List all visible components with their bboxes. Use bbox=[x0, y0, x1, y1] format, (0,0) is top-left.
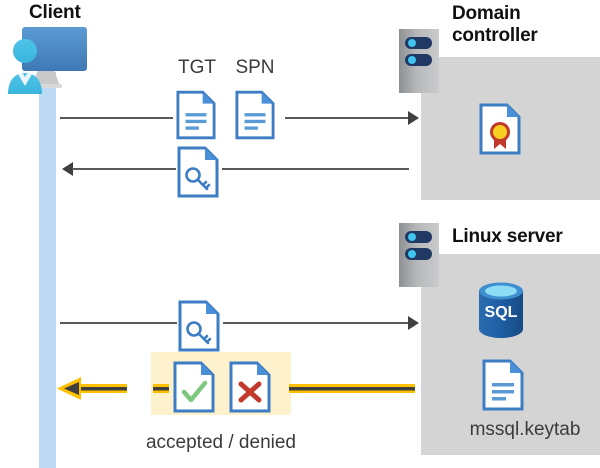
flow3-line-right bbox=[223, 322, 409, 324]
keytab-label: mssql.keytab bbox=[469, 419, 581, 440]
domain-controller-title: Domain controller bbox=[452, 3, 600, 47]
certificate-document-icon bbox=[479, 103, 521, 155]
server-tower-dc-icon bbox=[398, 28, 440, 94]
client-lifeline bbox=[39, 72, 56, 468]
client-title: Client bbox=[29, 2, 81, 23]
ticket-key-document-icon bbox=[178, 300, 220, 352]
flow2-line-left bbox=[72, 168, 176, 170]
flow1-line-left bbox=[60, 117, 173, 119]
domain-controller-title-line2: controller bbox=[452, 25, 538, 46]
server-tower-linux-icon bbox=[398, 222, 440, 288]
flow3-arrowhead bbox=[408, 316, 419, 330]
keytab-document-icon bbox=[482, 359, 524, 411]
session-key-document-icon bbox=[177, 146, 219, 198]
flow3-line-left bbox=[60, 322, 177, 324]
spn-document-icon bbox=[235, 89, 275, 141]
flow2-line-right bbox=[222, 168, 409, 170]
tgt-label: TGT bbox=[178, 57, 216, 78]
flow2-arrowhead bbox=[62, 162, 73, 176]
svg-text:SQL: SQL bbox=[485, 304, 518, 321]
flow1-line-right bbox=[285, 117, 409, 119]
client-icon bbox=[4, 24, 90, 94]
tgt-document-icon bbox=[176, 89, 216, 141]
result-label: accepted / denied bbox=[145, 432, 296, 453]
domain-controller-title-line1: Domain bbox=[452, 3, 521, 24]
denied-document-icon bbox=[228, 361, 272, 413]
sql-database-icon: SQL bbox=[475, 281, 527, 339]
accepted-document-icon bbox=[172, 361, 216, 413]
spn-label: SPN bbox=[235, 57, 275, 78]
flow1-arrowhead bbox=[408, 111, 419, 125]
linux-server-title: Linux server bbox=[452, 226, 563, 247]
flow4-gold-arrow bbox=[57, 377, 417, 400]
